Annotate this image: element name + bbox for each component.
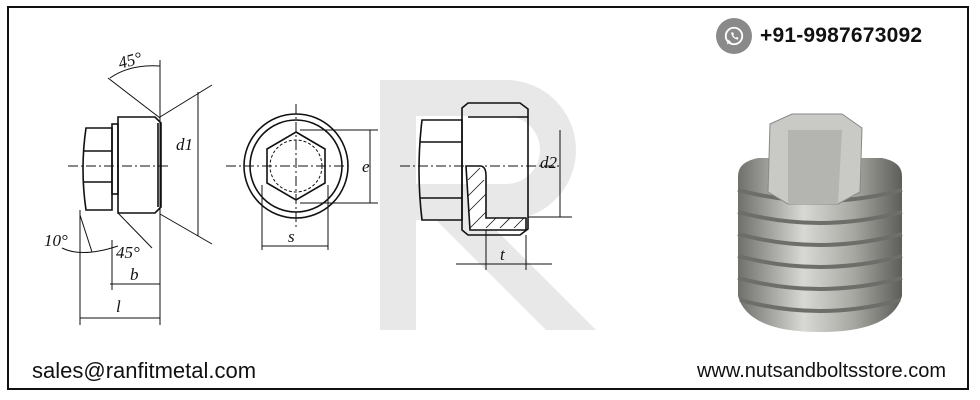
d2-label: d2	[540, 153, 558, 172]
image-frame	[7, 6, 969, 390]
product-photo-plug	[737, 113, 903, 332]
whatsapp-icon	[716, 18, 752, 54]
angle-top-label: 45°	[116, 48, 144, 73]
l-label: l	[116, 297, 121, 316]
phone-contact[interactable]: +91-9987673092	[716, 18, 922, 54]
email-address[interactable]: sales@ranfitmetal.com	[32, 358, 257, 383]
angle-10-label: 10°	[44, 231, 68, 250]
t-label: t	[500, 245, 506, 264]
angle-bottom-label: 45°	[116, 243, 140, 262]
phone-number: +91-9987673092	[760, 24, 923, 47]
watermark-logo	[380, 80, 596, 330]
end-view	[226, 104, 378, 250]
b-label: b	[130, 265, 139, 284]
side-view	[61, 60, 213, 325]
section-view	[400, 102, 572, 270]
website-link[interactable]: www.nutsandboltsstore.com	[696, 360, 946, 382]
d1-label: d1	[176, 135, 193, 154]
s-label: s	[288, 227, 295, 246]
e-label: e	[362, 157, 370, 176]
